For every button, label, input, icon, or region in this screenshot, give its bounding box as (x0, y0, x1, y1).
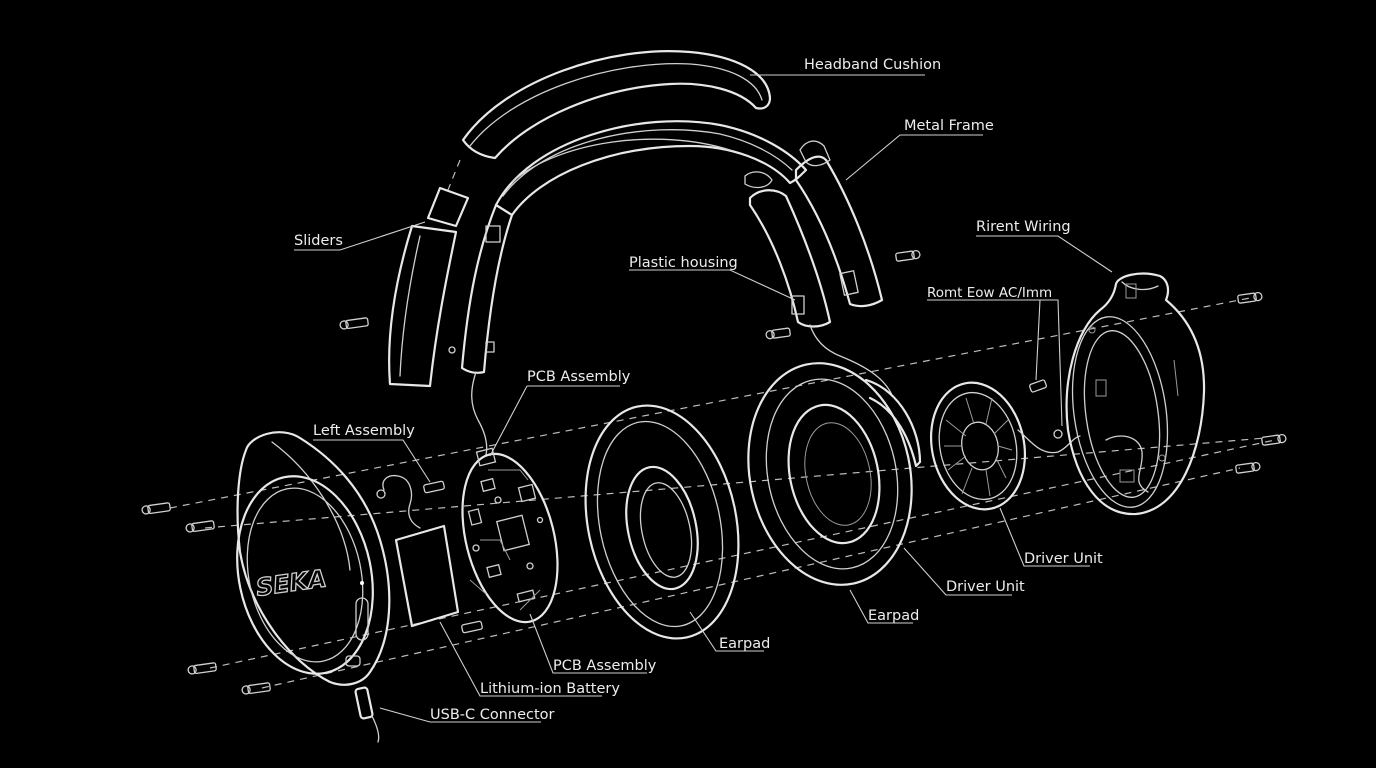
pcb-board (461, 447, 559, 624)
labels: Headband Cushion Metal Frame Sliders Rir… (294, 57, 1103, 723)
lithium-ion-battery (376, 474, 460, 628)
label-usb-c-connector: USB-C Connector (430, 707, 555, 723)
leader-lines (294, 74, 1113, 723)
left-frame-arm (448, 203, 514, 456)
left-earcup: SEKA (236, 431, 391, 686)
label-romt-eow: Romt Eow AC/Imm (927, 285, 1052, 301)
left-earpad (584, 404, 740, 640)
label-sliders: Sliders (294, 233, 343, 249)
label-earpad-left: Earpad (719, 636, 770, 652)
label-left-assembly: Left Assembly (313, 423, 415, 439)
right-earpad (747, 362, 922, 586)
label-pcb-assembly-bottom: PCB Assembly (553, 658, 657, 674)
label-lithium-battery: Lithium-ion Battery (480, 681, 620, 697)
label-pcb-assembly-top: PCB Assembly (527, 369, 631, 385)
label-driver-unit-right: Driver Unit (1024, 551, 1103, 567)
left-slider (388, 186, 470, 388)
alignment-axes (169, 297, 1276, 689)
label-rirent-wiring: Rirent Wiring (976, 219, 1071, 235)
label-headband-cushion: Headband Cushion (804, 57, 941, 73)
label-earpad-right: Earpad (868, 608, 919, 624)
metal-frame (494, 120, 808, 217)
headband-cushion (447, 50, 772, 191)
right-slider (794, 140, 884, 308)
label-plastic-housing: Plastic housing (629, 255, 738, 271)
driver-unit (929, 381, 1081, 511)
usb-c-connector (354, 686, 380, 743)
right-housing (1065, 272, 1206, 516)
right-frame-arm (748, 189, 893, 396)
screws (141, 249, 1287, 695)
label-driver-unit-mid: Driver Unit (946, 579, 1025, 595)
brand-logo: SEKA (254, 564, 328, 602)
label-metal-frame: Metal Frame (904, 118, 994, 134)
